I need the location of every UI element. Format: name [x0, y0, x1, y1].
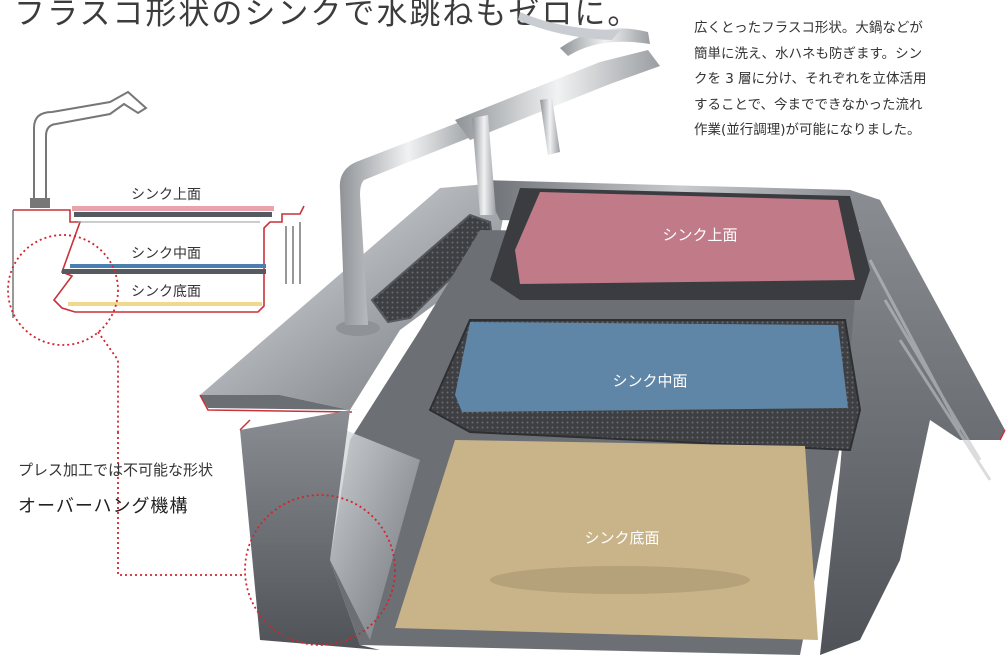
diagram-middle-label: シンク中面 — [131, 246, 201, 262]
diagram-middle-line — [70, 264, 266, 268]
description-line: 作業(並行調理)が可能になりました。 — [694, 122, 921, 138]
diagram-bottom-label: シンク底面 — [131, 284, 201, 300]
diagram-faucet-icon — [33, 90, 148, 206]
description-line: することで、今までできなかった流れ — [694, 96, 923, 113]
description-line: クを 3 層に分け、それぞれを立体活用 — [694, 71, 927, 87]
callout-title: オーバーハング機構 — [18, 496, 189, 517]
photo-upper-label: シンク上面 — [662, 226, 737, 244]
callout-subtitle: プレス加工では不可能な形状 — [18, 461, 214, 479]
detail-circle-small — [7, 234, 119, 346]
cross-section-diagram: シンク上面 シンク中面 シンク底面 — [7, 90, 305, 432]
description-line: 広くとったフラスコ形状。大鍋などが — [694, 20, 923, 36]
middle-plate — [455, 322, 848, 412]
sink-render: シンク上面 シンク中面 シンク底面 — [117, 12, 1006, 655]
photo-middle-label: シンク中面 — [612, 372, 687, 390]
bottom-plate — [395, 440, 818, 640]
description-line: 簡単に洗え、水ハネも防ぎます。シン — [694, 45, 923, 62]
faucet-icon — [336, 12, 660, 336]
diagram-upper-line — [72, 206, 274, 211]
headline: フラスコ形状のシンクで水跳ねもゼロに。 — [14, 0, 641, 32]
photo-bottom-label: シンク底面 — [584, 529, 659, 547]
diagram-bottom-line — [68, 302, 262, 306]
upper-plate — [515, 192, 855, 284]
description: 広くとったフラスコ形状。大鍋などが 簡単に洗え、水ハネも防ぎます。シン クを 3… — [694, 16, 994, 144]
diagram-upper-label: シンク上面 — [131, 187, 201, 203]
detail-circle-large — [244, 494, 396, 646]
